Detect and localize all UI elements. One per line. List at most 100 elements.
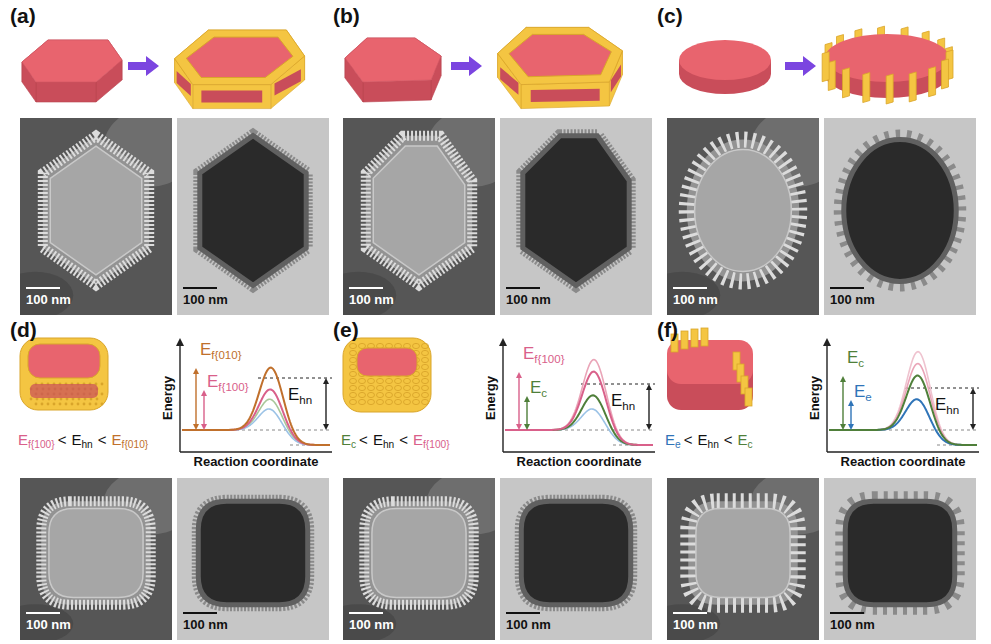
- energy-label: hn: [946, 404, 959, 416]
- energy-inequality: f{100}: [28, 439, 55, 450]
- scale-bar: [349, 612, 383, 614]
- process-arrow: [785, 56, 816, 76]
- axis-title-group: Energy: [161, 376, 176, 420]
- energy-inequality: E: [18, 431, 28, 448]
- energy-label-group: Ef{100}: [523, 344, 565, 364]
- axis-title: Energy: [807, 376, 822, 420]
- scale-bar-label: 100 nm: [349, 617, 394, 632]
- scale-bar-label-group: 100 nm: [349, 293, 394, 308]
- energy-label: E: [288, 385, 299, 404]
- energy-inequality: E: [373, 431, 383, 448]
- panel-label-group: (c): [657, 4, 683, 28]
- panel-label-group: (d): [10, 318, 37, 342]
- scale-bar-label-group: 100 nm: [673, 618, 718, 633]
- energy-label-group: Ehn: [288, 385, 312, 405]
- energy-inequality: <: [724, 431, 733, 448]
- scale-bar-label-group: 100 nm: [26, 293, 71, 308]
- energy-inequality: e: [675, 439, 681, 450]
- axis-title: Reaction coordinate: [517, 454, 642, 469]
- tem-image: [500, 478, 652, 640]
- energy-inequality-group: Ec<Ehn<Ef{100}: [341, 431, 450, 448]
- prism-illustration: [175, 30, 305, 109]
- energy-inequality: E: [697, 431, 707, 448]
- panel-label: (d): [10, 318, 37, 341]
- scale-bar-label: 100 nm: [506, 292, 551, 307]
- energy-inequality: hn: [81, 439, 92, 450]
- disk-illustration: [679, 40, 771, 94]
- energy-label: hn: [622, 400, 635, 412]
- panel-label-group: (a): [10, 4, 36, 28]
- axis-title-group: Energy: [484, 376, 499, 420]
- energy-arrow: [646, 384, 652, 430]
- scale-bar-label: 100 nm: [506, 617, 551, 632]
- process-arrow: [451, 56, 482, 76]
- energy-label: f{010}: [211, 349, 241, 361]
- energy-inequality: E: [665, 431, 675, 448]
- energy-label: e: [865, 391, 871, 403]
- energy-inequality: f{100}: [423, 439, 450, 450]
- sem-image: [343, 478, 495, 640]
- scale-bar-label-group: 100 nm: [673, 293, 718, 308]
- scale-bar: [183, 287, 217, 289]
- panel-label: (c): [657, 4, 683, 27]
- energy-inequality: E: [738, 431, 748, 448]
- axis-title-group: Energy: [808, 376, 823, 420]
- scale-bar-label-group: 100 nm: [183, 618, 228, 633]
- scale-bar: [506, 612, 540, 614]
- scale-bar-label: 100 nm: [673, 617, 718, 632]
- scale-bar-label: 100 nm: [349, 292, 394, 307]
- energy-inequality: E: [341, 431, 351, 448]
- axis-title: Energy: [483, 376, 498, 420]
- scale-bar-label: 100 nm: [26, 292, 71, 307]
- scale-bar: [830, 287, 864, 289]
- scale-bar-label: 100 nm: [26, 617, 71, 632]
- panel-label-group: (e): [333, 318, 359, 342]
- energy-label-group: Ef{100}: [207, 372, 249, 392]
- axis-title: Energy: [160, 376, 175, 420]
- energy-inequality-group: Ef{100}<Ehn<Ef{010}: [18, 431, 148, 448]
- energy-label: c: [858, 357, 864, 369]
- tem-image: [500, 118, 652, 315]
- scale-bar-label: 100 nm: [673, 292, 718, 307]
- disk-illustration: [822, 26, 953, 104]
- tem-image: [177, 118, 329, 315]
- energy-arrow: [516, 372, 522, 430]
- scale-bar-label-group: 100 nm: [183, 293, 228, 308]
- energy-inequality: E: [71, 431, 81, 448]
- sem-image: [667, 478, 819, 640]
- sem-image: [20, 118, 172, 315]
- tem-image: [824, 118, 976, 315]
- prism-illustration: [498, 27, 623, 108]
- energy-label: E: [847, 348, 858, 367]
- energy-inequality: hn: [707, 439, 718, 450]
- energy-label-group: Ec: [530, 378, 547, 398]
- energy-chart: [176, 338, 332, 452]
- energy-label-group: Ee: [854, 382, 872, 402]
- scale-bar-label-group: 100 nm: [506, 618, 551, 633]
- energy-inequality: E: [112, 431, 122, 448]
- energy-label: hn: [299, 394, 312, 406]
- energy-label: E: [611, 391, 622, 410]
- scale-bar-label-group: 100 nm: [26, 618, 71, 633]
- coated-particle-illustration: [20, 338, 108, 410]
- sem-image: [667, 118, 819, 315]
- prism-illustration: [345, 38, 441, 102]
- scale-bar: [673, 612, 707, 614]
- energy-inequality: c: [748, 439, 753, 450]
- scale-bar: [830, 612, 864, 614]
- scale-bar-label: 100 nm: [830, 292, 875, 307]
- scale-bar: [26, 612, 60, 614]
- energy-arrow: [524, 396, 530, 430]
- sem-image: [343, 118, 495, 315]
- energy-inequality: <: [684, 431, 693, 448]
- energy-label-group: Ehn: [935, 395, 959, 415]
- scale-bar: [26, 287, 60, 289]
- energy-inequality-group: Ee<Ehn<Ec: [665, 431, 753, 448]
- energy-label: E: [207, 372, 218, 391]
- energy-inequality: hn: [383, 439, 394, 450]
- tem-image: [824, 478, 976, 640]
- scale-bar: [506, 287, 540, 289]
- scale-bar-label-group: 100 nm: [830, 618, 875, 633]
